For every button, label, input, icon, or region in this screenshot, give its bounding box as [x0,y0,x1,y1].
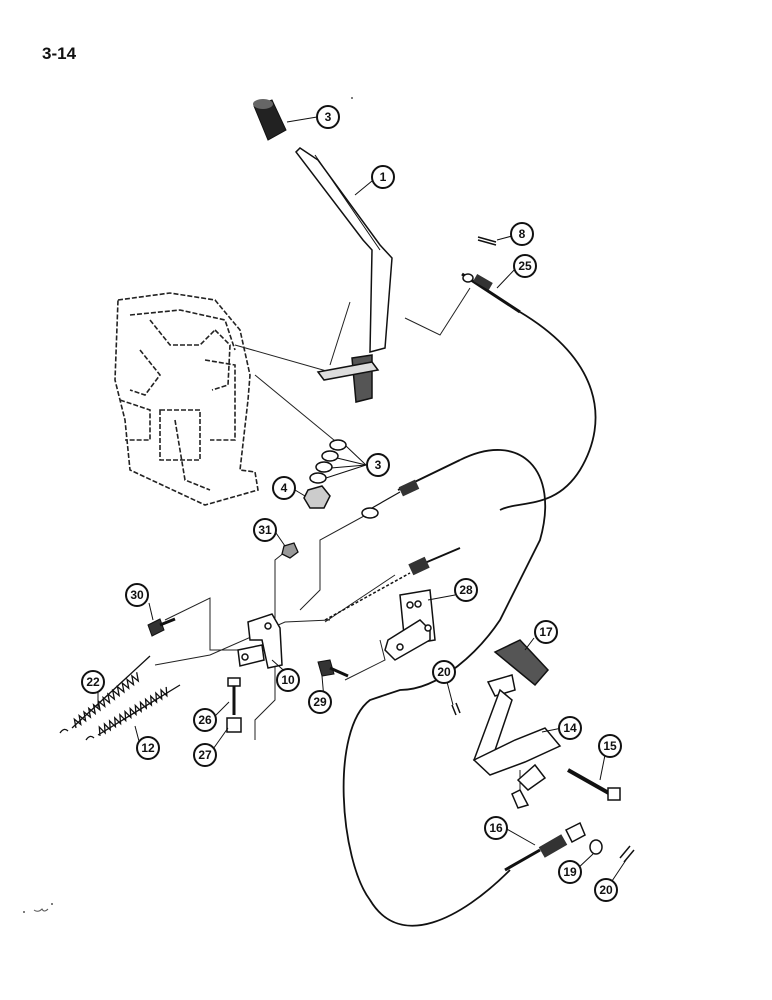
svg-text:1: 1 [380,170,387,184]
page-number: 3-14 [42,44,77,63]
callout-20-upper: 20 [432,660,456,684]
svg-text:14: 14 [563,721,577,735]
callout-27: 27 [193,743,217,767]
callout-3-washers: 3 [366,453,390,477]
callout-20-lower: 20 [594,878,618,902]
cable-main [342,449,547,927]
washer-19 [589,839,603,855]
svg-text:10: 10 [281,673,295,687]
svg-text:8: 8 [519,227,526,241]
clevis-end [504,821,586,872]
callout-1: 1 [371,165,395,189]
callout-28: 28 [454,578,478,602]
svg-text:31: 31 [258,523,272,537]
callout-30: 30 [125,583,149,607]
nut [303,485,331,509]
callout-14: 14 [558,716,582,740]
svg-text:3: 3 [375,458,382,472]
callout-19: 19 [558,860,582,884]
bolt-29 [317,659,349,678]
svg-text:25: 25 [518,259,532,273]
callout-15: 15 [598,734,622,758]
callout-3-top: 3 [316,105,340,129]
cotter-pin-8 [477,236,497,246]
callout-31: 31 [253,518,277,542]
callout-25: 25 [513,254,537,278]
lever-knob [253,99,287,141]
callout-22: 22 [81,670,105,694]
svg-text:20: 20 [599,883,613,897]
washer-stack [309,439,347,484]
callout-29: 29 [308,690,332,714]
scan-marks [23,97,353,913]
svg-text:4: 4 [281,481,288,495]
cable-rod-lower [324,547,461,621]
cotter-pin-20 [619,845,635,863]
svg-text:16: 16 [489,821,503,835]
svg-text:22: 22 [86,675,100,689]
lever-bracket [237,613,283,669]
svg-text:28: 28 [459,583,473,597]
svg-text:19: 19 [563,865,577,879]
transmission-housing [114,292,259,506]
spacer-27 [226,717,242,733]
svg-text:27: 27 [198,748,212,762]
callout-12: 12 [136,736,160,760]
callout-4: 4 [272,476,296,500]
cotter-pin-20-upper [451,702,461,716]
svg-text:15: 15 [603,739,617,753]
pin-15 [567,768,621,801]
bolt-26 [227,677,241,715]
svg-text:12: 12 [141,741,155,755]
svg-text:3: 3 [325,110,332,124]
svg-text:30: 30 [130,588,144,602]
spring-22 [59,655,151,734]
pedal-assembly [472,639,562,809]
cable-rod-upper [361,459,461,519]
callout-26: 26 [193,708,217,732]
callout-17: 17 [534,620,558,644]
cable-25-end [461,272,521,314]
bolt-30 [147,617,176,637]
callout-10: 10 [276,668,300,692]
nut-31 [281,542,299,559]
svg-text:26: 26 [198,713,212,727]
callout-16: 16 [484,816,508,840]
bracket [384,589,436,661]
svg-text:20: 20 [437,665,451,679]
spring-12 [85,684,181,741]
cable-25 [499,311,597,511]
leader-lines [154,287,521,800]
svg-text:29: 29 [313,695,327,709]
shift-lever [295,147,393,403]
callout-8: 8 [510,222,534,246]
svg-text:17: 17 [539,625,553,639]
